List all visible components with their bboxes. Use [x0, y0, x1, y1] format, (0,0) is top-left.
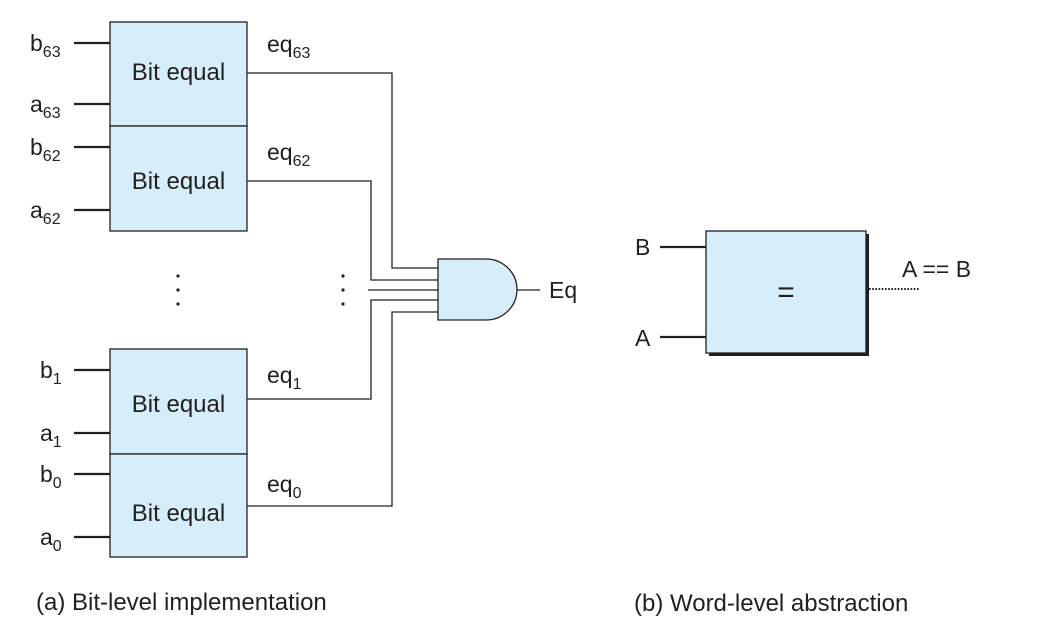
bit-equal-label: Bit equal	[132, 59, 225, 86]
eq-output-label: Eq	[549, 277, 577, 303]
input-a62-label: a62	[30, 197, 61, 228]
input-b0-label: b0	[40, 461, 62, 492]
bit-equal-label: Bit equal	[132, 168, 225, 195]
word-equal-box	[705, 230, 867, 354]
bit-equal-label: Bit equal	[132, 500, 225, 527]
input-a1-label: a1	[40, 420, 62, 451]
ellipsis-middle	[341, 274, 345, 306]
wire-eq1	[247, 299, 438, 400]
caption-word-level: (b) Word-level abstraction	[634, 590, 908, 617]
output-eq0-label: eq0	[267, 471, 302, 502]
output-label: A == B	[902, 256, 971, 282]
bit-equal-block-1: Bit equal b1 a1 eq1	[40, 348, 302, 455]
output-eq62-label: eq62	[267, 139, 310, 170]
wire-eq0	[247, 311, 438, 507]
output-eq1-label: eq1	[267, 362, 302, 393]
caption-bit-level: (a) Bit-level implementation	[36, 589, 327, 616]
bit-equal-label: Bit equal	[132, 391, 225, 418]
word-level-abstraction: = B A A == B (b) Word-level abstraction	[634, 230, 971, 617]
input-a63-label: a63	[30, 91, 61, 122]
ellipsis-left	[176, 274, 180, 306]
input-b-label: B	[635, 234, 650, 260]
wire-eq62	[247, 180, 438, 281]
wire-eq63	[247, 72, 438, 269]
bit-equal-box	[109, 348, 248, 455]
bit-equal-box	[109, 21, 248, 127]
bit-equal-block-63: Bit equal b63 a63 eq63	[30, 21, 310, 127]
output-eq63-label: eq63	[267, 31, 310, 62]
input-b1-label: b1	[40, 357, 62, 388]
bit-equal-block-62: Bit equal b62 a62 eq62	[30, 125, 310, 232]
input-a0-label: a0	[40, 524, 62, 555]
bit-level-implementation: Bit equal b63 a63 eq63 Bit equal b62 a62…	[30, 21, 577, 616]
and-gate	[437, 258, 518, 321]
bit-equal-block-0: Bit equal b0 a0 eq0	[40, 453, 302, 558]
bit-equal-box	[109, 125, 248, 232]
bit-equal-box	[109, 453, 248, 558]
input-b63-label: b63	[30, 30, 61, 61]
equal-symbol: =	[777, 276, 795, 309]
input-b62-label: b62	[30, 134, 61, 165]
input-a-label: A	[635, 325, 651, 351]
